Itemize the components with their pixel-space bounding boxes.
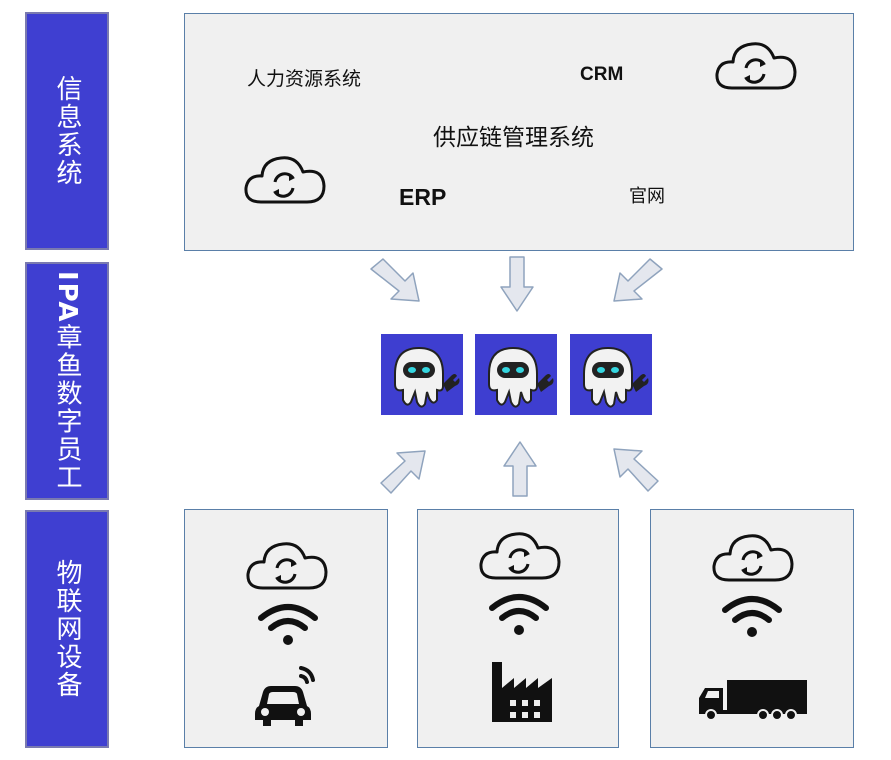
wifi-icon bbox=[488, 592, 550, 638]
arrow-up-right bbox=[375, 447, 431, 497]
iot-device-box-car bbox=[184, 509, 388, 748]
factory-icon bbox=[490, 660, 554, 724]
layer-label-info-systems: 信息系统 bbox=[25, 12, 109, 250]
arrow-down bbox=[499, 255, 535, 313]
cloud-sync-icon bbox=[711, 528, 795, 586]
octopus-robot-icon bbox=[381, 334, 463, 415]
layer-label-ipa-rest: 章鱼数字员工 bbox=[52, 323, 82, 492]
cloud-sync-icon bbox=[478, 526, 562, 584]
arrow-up-left bbox=[608, 445, 664, 495]
system-website: 官网 bbox=[629, 186, 665, 207]
system-scm: 供应链管理系统 bbox=[433, 125, 594, 151]
layer-label-ipa-text: IPA章鱼数字员工 bbox=[52, 270, 82, 492]
octopus-robot-icon bbox=[570, 334, 652, 415]
arrow-down-right bbox=[365, 255, 427, 307]
arrow-down-left bbox=[606, 255, 668, 307]
layer-label-ipa: IPA章鱼数字员工 bbox=[25, 262, 109, 500]
wifi-icon bbox=[257, 602, 319, 648]
octopus-robot-icon bbox=[475, 334, 557, 415]
cloud-sync-icon bbox=[245, 536, 329, 594]
cloud-sync-icon bbox=[243, 150, 327, 208]
system-hr: 人力资源系统 bbox=[247, 68, 362, 90]
layer-label-info-systems-text: 信息系统 bbox=[52, 75, 82, 187]
iot-device-box-truck bbox=[650, 509, 854, 748]
connected-car-icon bbox=[251, 662, 327, 728]
system-crm: CRM bbox=[580, 64, 624, 85]
layer-label-ipa-prefix: IPA bbox=[52, 270, 82, 324]
layer-label-iot: 物联网设备 bbox=[25, 510, 109, 748]
truck-icon bbox=[697, 678, 809, 722]
layer-label-iot-text: 物联网设备 bbox=[52, 559, 82, 699]
system-erp: ERP bbox=[399, 184, 447, 210]
wifi-icon bbox=[721, 594, 783, 640]
info-systems-box: 人力资源系统 CRM 供应链管理系统 ERP 官网 bbox=[184, 13, 854, 251]
iot-device-box-factory bbox=[417, 509, 619, 748]
arrow-up bbox=[502, 440, 538, 498]
cloud-sync-icon bbox=[714, 36, 798, 94]
